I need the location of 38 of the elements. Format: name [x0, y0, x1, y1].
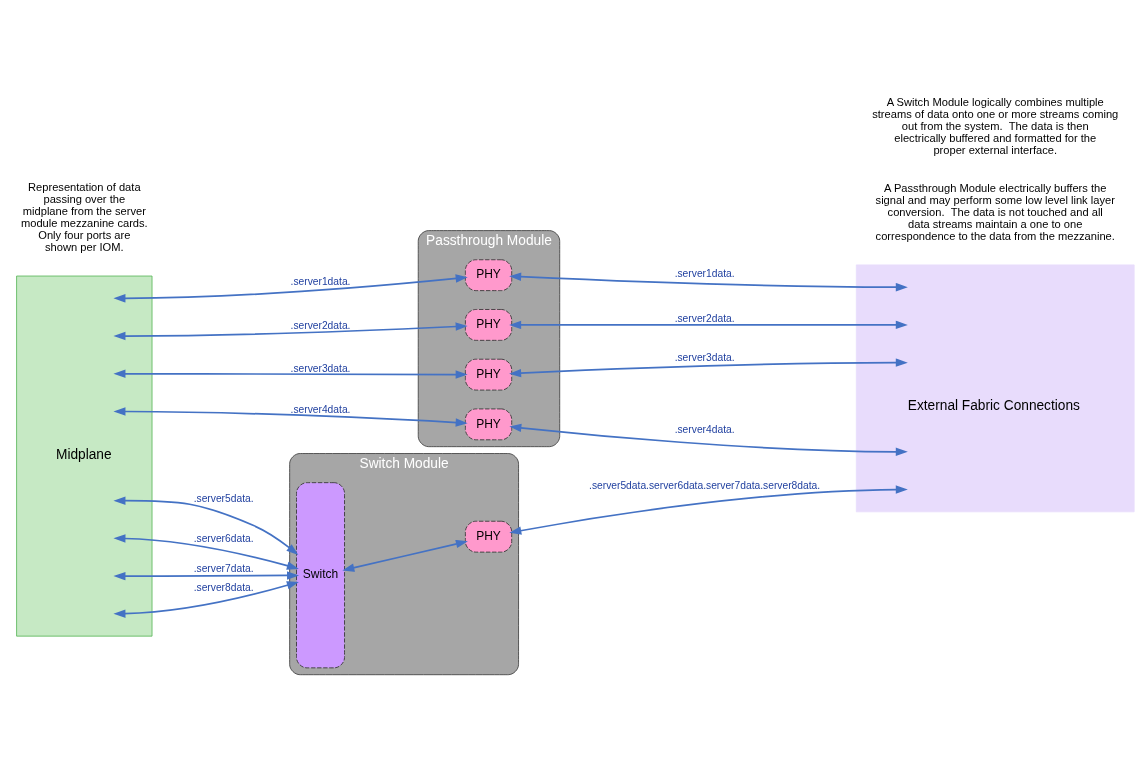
edge-label: .server3data. [290, 362, 351, 374]
edge-label: .server4data. [674, 423, 735, 435]
edge-label: .server7data. [193, 562, 254, 574]
edge-label: .server2data. [290, 319, 351, 331]
edge-label: .server5data.server6data.server7data.server8data. [589, 479, 821, 491]
edge-label: .server2data. [674, 312, 735, 324]
node-box: External Fabric Connections [855, 263, 1135, 512]
node-box: Midplane [16, 275, 153, 637]
arrow [342, 539, 468, 572]
arrow [113, 533, 299, 570]
label: Representation of data passing over the midplane from the server module mezzanine cards. Only four ports are shown per IOM. [20, 180, 148, 253]
node-box: PHY [464, 258, 513, 291]
arrow [509, 423, 908, 456]
arrow [113, 495, 299, 555]
arrow [509, 320, 908, 329]
arrow [509, 272, 908, 291]
edge-label: .server3data. [674, 351, 735, 363]
node-box: PHY [464, 358, 513, 390]
edge-label: .server4data. [290, 403, 351, 415]
edge-label: .server8data. [193, 581, 254, 593]
arrow [113, 580, 299, 618]
arrow [113, 273, 468, 303]
arrow [113, 369, 468, 379]
node-box: PHY [464, 520, 513, 553]
arrow [509, 484, 908, 535]
node-box: PHY [464, 408, 513, 440]
edge-label: .server5data. [193, 492, 254, 504]
label: A Switch Module logically combines multiple streams of data onto one or more streams coming out from the system. The data is then electrically buffered and formatted for the proper external interface. [872, 95, 1119, 156]
arrow [113, 321, 468, 340]
edge-label: .server6data. [193, 532, 254, 544]
arrow [509, 357, 908, 377]
arrow [113, 570, 300, 580]
edge-label: .server1data. [290, 275, 351, 287]
label: A Passthrough Module electrically buffers the signal and may perform some low level link layer conversion. The data is not touched and all data streams maintain a one to one correspondence to the data from the mezzanine. [875, 181, 1115, 242]
node-box: PHY [464, 308, 513, 341]
edge-label: .server1data. [674, 267, 735, 279]
arrow [113, 406, 468, 427]
node-box: Switch [296, 481, 345, 668]
